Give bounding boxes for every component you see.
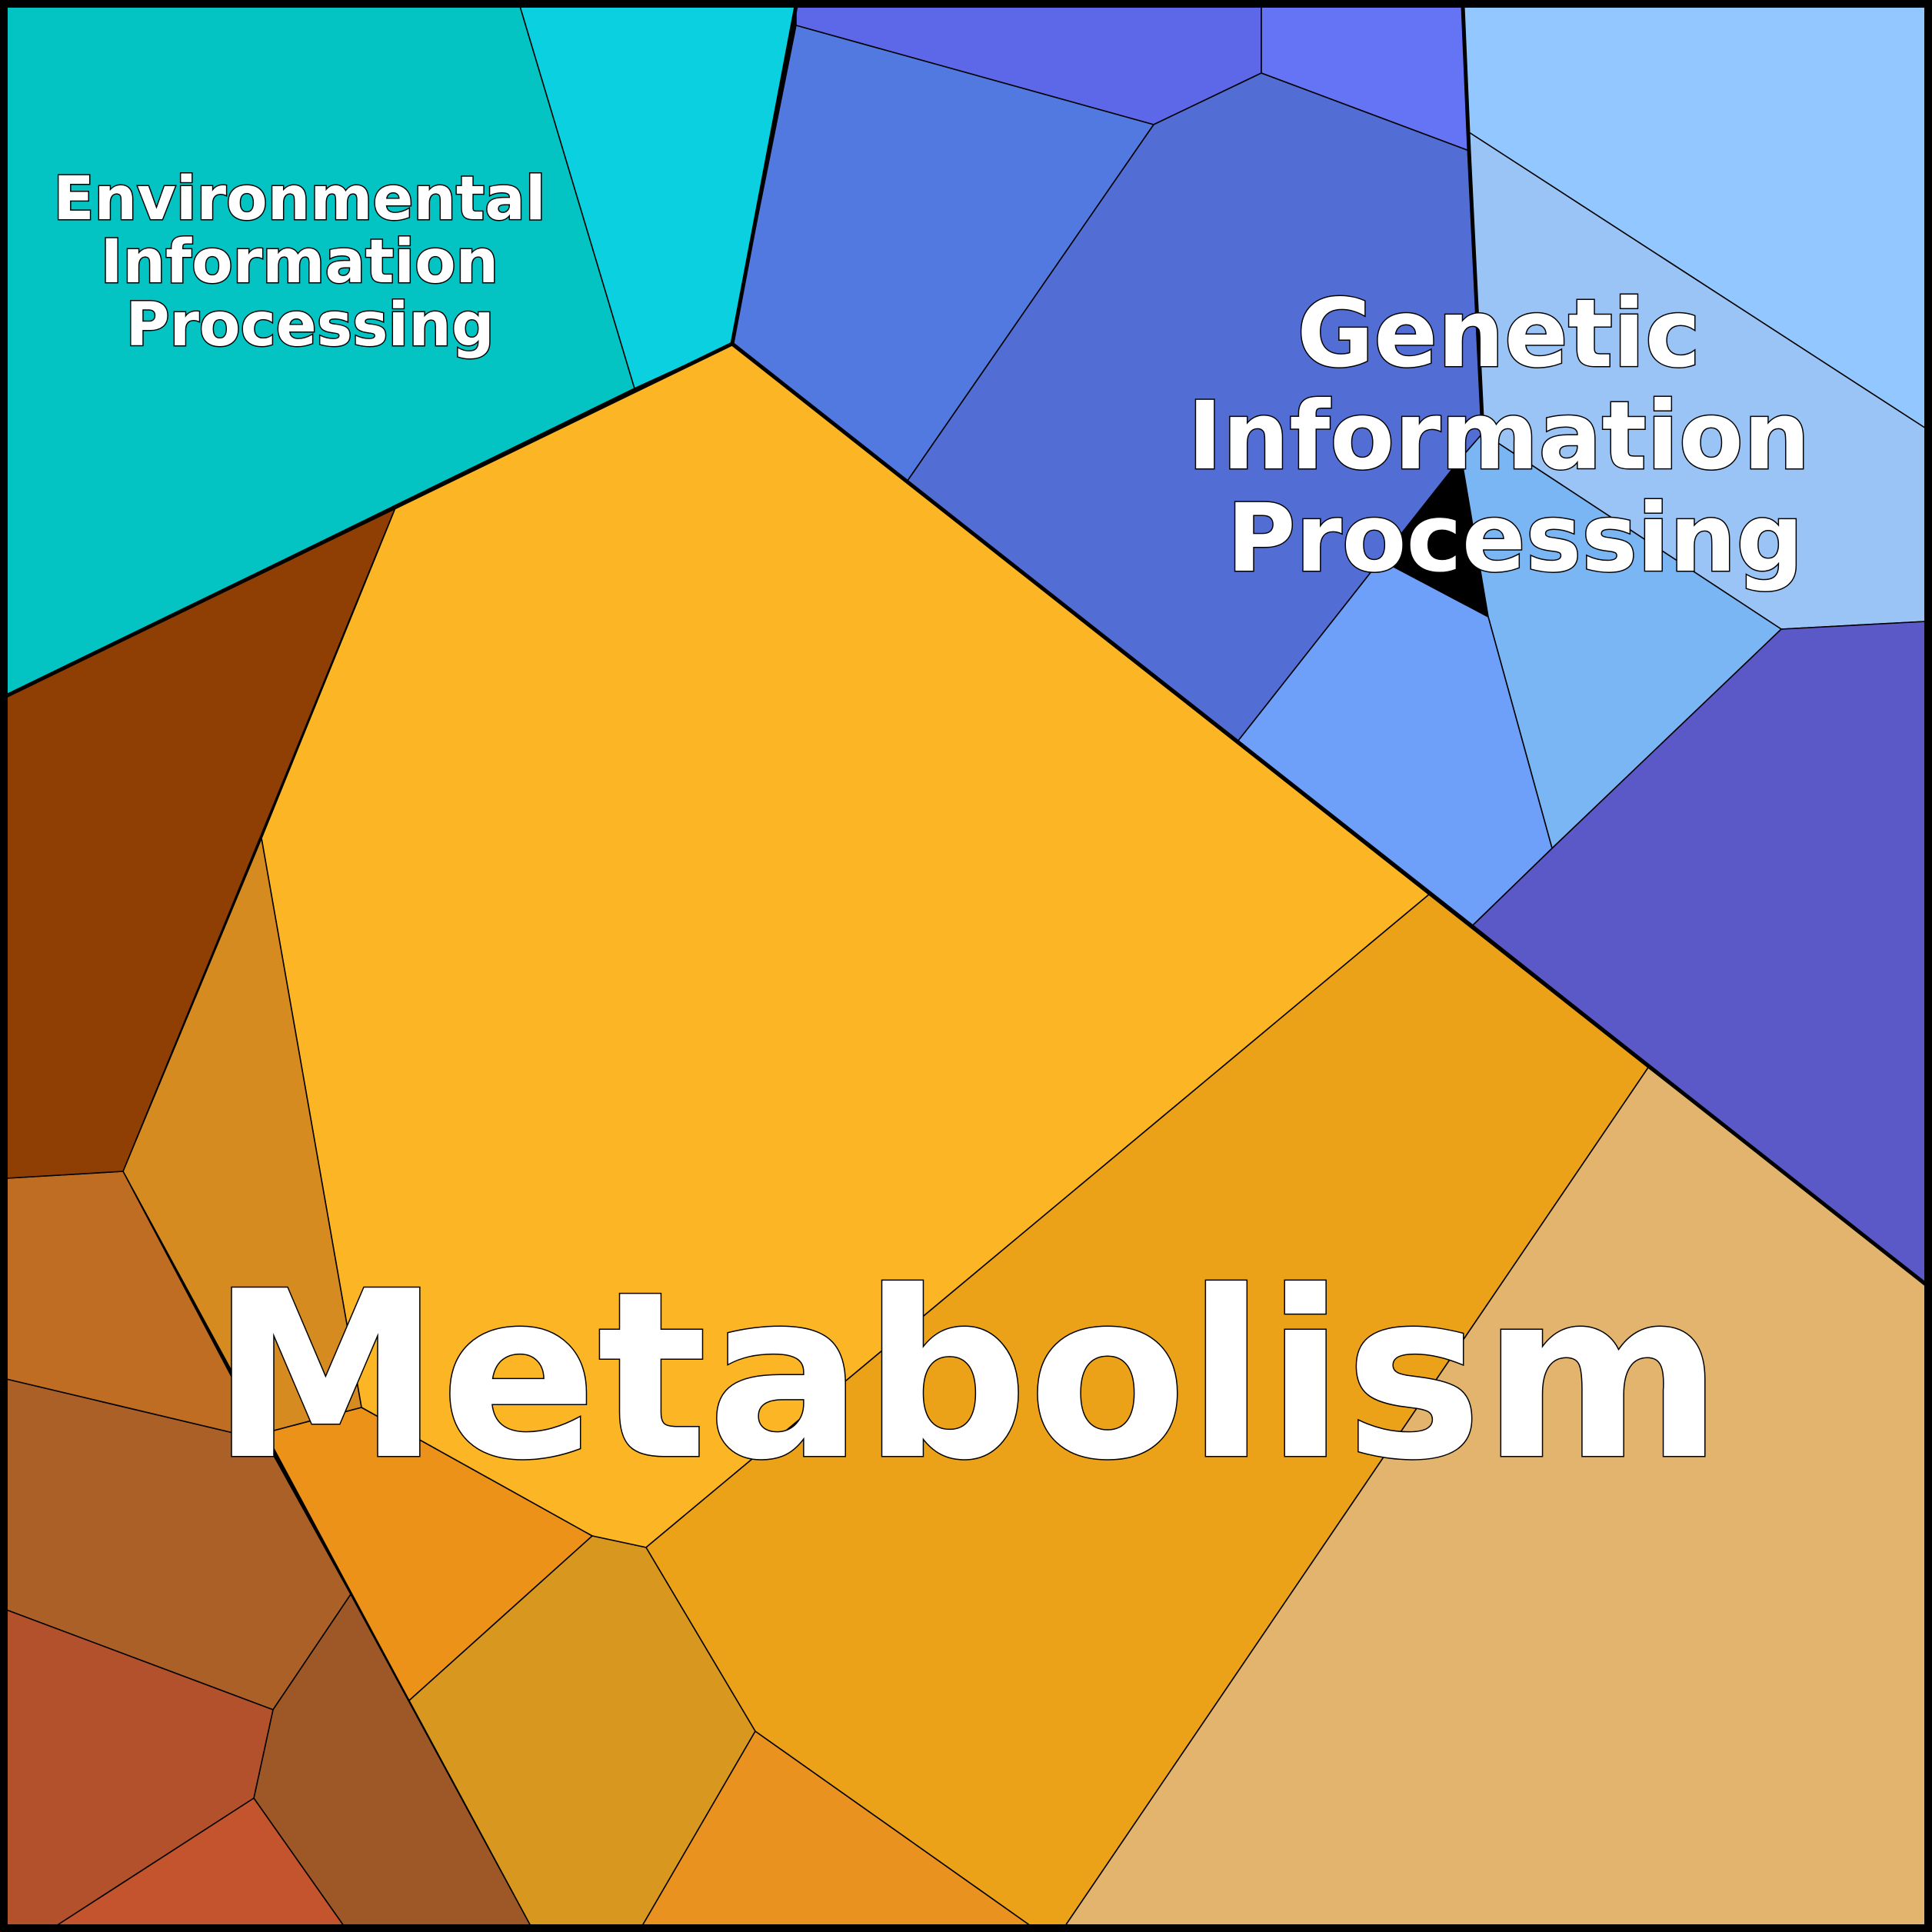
metabolism-group — [5, 343, 1927, 1927]
category-border — [731, 342, 1927, 1286]
genetic-label: Genetic Information Processing — [1188, 279, 1843, 593]
genetic-information-processing-group — [731, 5, 1927, 1285]
genetic-label-line: Processing — [1227, 484, 1804, 593]
genetic-label-line: Genetic — [1297, 279, 1700, 388]
environmental-label-line: Processing — [125, 291, 494, 360]
genetic-label-line: Information — [1188, 381, 1810, 491]
environmental-label-line: Information — [101, 228, 499, 297]
category-border — [1461, 5, 1485, 434]
metabolism-label: Metabolism — [211, 1242, 1723, 1511]
environmental-label: Environmental Information Processing — [53, 165, 567, 360]
environmental-label-line: Environmental — [53, 165, 545, 234]
